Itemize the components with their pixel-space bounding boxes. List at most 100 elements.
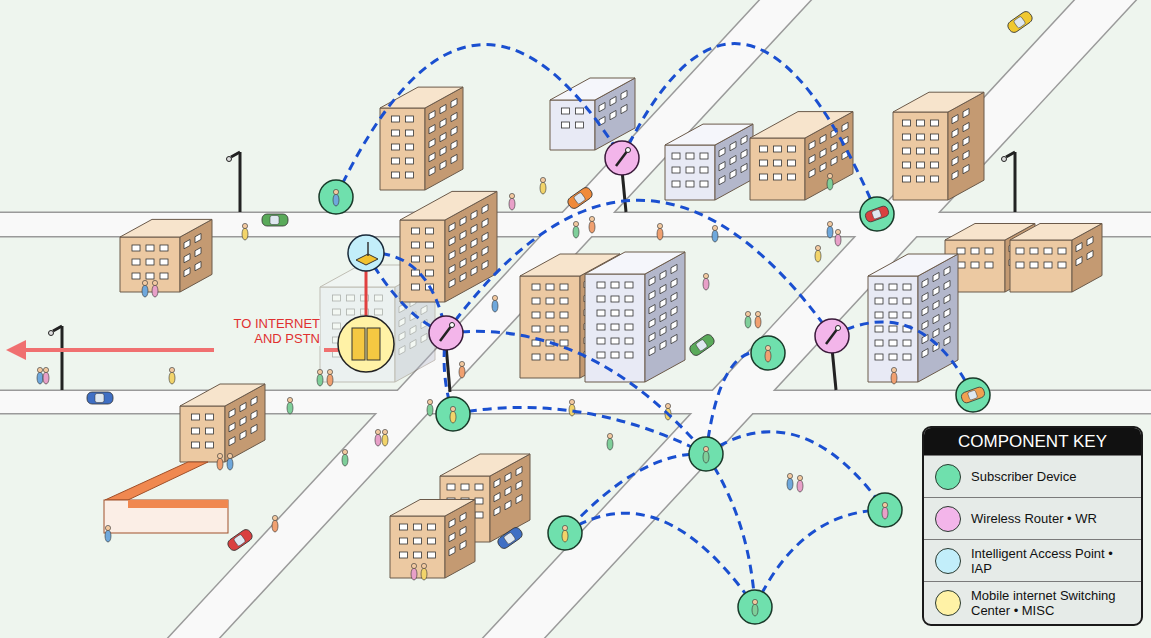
wireless-router [815, 319, 849, 353]
window [625, 352, 633, 358]
window [410, 325, 416, 334]
subscriber-device [868, 493, 902, 527]
window [931, 162, 939, 168]
window [700, 153, 708, 159]
misc-rack [367, 328, 380, 360]
window [611, 282, 619, 288]
person [540, 177, 546, 194]
window [952, 115, 958, 124]
device-circle [548, 516, 582, 550]
window [412, 270, 420, 276]
window [944, 294, 950, 303]
window [429, 111, 435, 120]
window [611, 310, 619, 316]
window [146, 259, 154, 265]
building-roof [893, 92, 984, 112]
component-key: Subscriber DeviceWireless Router • WRInt… [922, 426, 1143, 626]
window [392, 130, 400, 136]
person-body [827, 226, 833, 238]
person-body [421, 568, 427, 580]
window [719, 148, 725, 157]
window [625, 324, 633, 330]
person-body [375, 434, 381, 446]
wireless-link [832, 322, 973, 395]
person-head [242, 223, 247, 228]
person [787, 473, 793, 490]
window [730, 155, 736, 164]
person [703, 273, 709, 290]
window [560, 312, 568, 318]
router-pole [622, 170, 626, 212]
person-head [755, 311, 760, 316]
window [774, 160, 782, 166]
person-body [797, 480, 803, 492]
window [400, 524, 408, 530]
device-circle [689, 437, 723, 471]
car-window [573, 192, 586, 205]
window [625, 296, 633, 302]
window [660, 312, 666, 321]
person-body [427, 404, 433, 416]
person [37, 367, 43, 384]
window [251, 396, 257, 405]
switching-center [338, 316, 394, 372]
iap-antenna [367, 242, 369, 256]
person-body [562, 530, 568, 542]
window [475, 484, 483, 490]
person-head [459, 361, 464, 366]
window [671, 292, 677, 301]
window [730, 169, 736, 178]
person [755, 311, 761, 328]
device-user [703, 446, 709, 463]
window [516, 466, 522, 475]
person-head [665, 403, 670, 408]
person [242, 223, 248, 240]
subscriber-device [751, 336, 785, 370]
window [460, 244, 466, 253]
window [449, 547, 455, 556]
window [195, 233, 201, 242]
legend-row: Subscriber Device [924, 455, 1141, 497]
window [206, 442, 214, 448]
lamp-pole [61, 326, 64, 390]
window [414, 538, 422, 544]
window [428, 552, 436, 558]
person-head [450, 406, 455, 411]
person [43, 367, 49, 384]
building-roof [750, 112, 853, 138]
window [917, 120, 925, 126]
person-head [745, 311, 750, 316]
window [475, 512, 483, 518]
window [471, 210, 477, 219]
window [760, 146, 768, 152]
window [931, 120, 939, 126]
window [160, 259, 168, 265]
window [1016, 248, 1024, 254]
window [903, 148, 911, 154]
window [842, 122, 848, 131]
person-body [411, 568, 417, 580]
window [952, 157, 958, 166]
window [1016, 262, 1024, 268]
router-circle [605, 141, 639, 175]
street-edge [165, 0, 814, 638]
window [933, 314, 939, 323]
window [931, 176, 939, 182]
person-body [152, 285, 158, 297]
window [195, 261, 201, 270]
router-circle [815, 319, 849, 353]
window [903, 284, 911, 290]
window [597, 338, 605, 344]
window [347, 309, 355, 315]
window [333, 295, 341, 301]
person [105, 525, 111, 542]
window [132, 259, 140, 265]
building-roof [1010, 224, 1102, 241]
window [1030, 262, 1038, 268]
subscriber-device [689, 437, 723, 471]
window [546, 354, 554, 360]
street-lamp [49, 326, 63, 390]
window [451, 112, 457, 121]
lamp-pole [239, 152, 242, 212]
